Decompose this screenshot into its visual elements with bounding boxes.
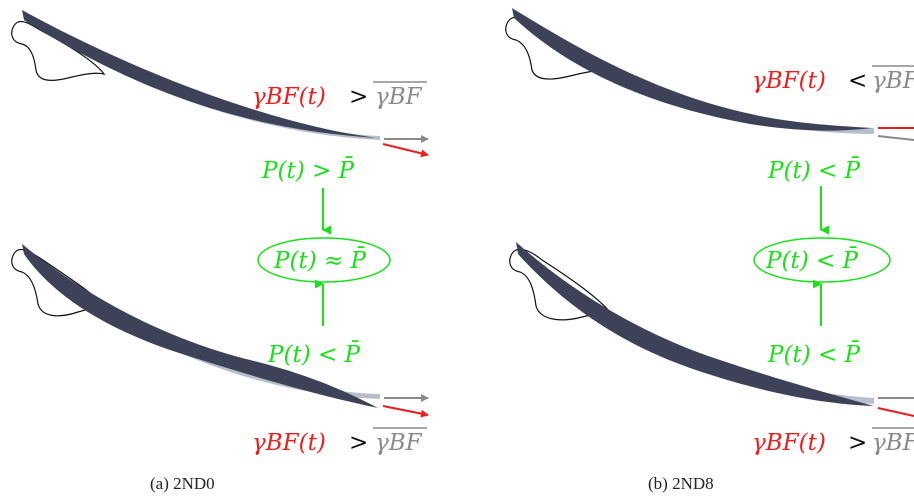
gamma-bf-mean: γBF: [872, 68, 914, 94]
gamma-bf-t: γBF(t): [752, 68, 826, 94]
caption-a: (a) 2ND0: [150, 474, 215, 493]
arrow-red: [382, 143, 429, 158]
flagellum-top-a: [11, 10, 429, 158]
lower-green-label: P(t) < P̄: [267, 341, 361, 368]
flagellum-dark-band: [22, 244, 378, 408]
flagellum-bottom-a: [11, 244, 429, 418]
inequality-top-a: γBF(t) > γBF: [252, 81, 427, 110]
inequality-bottom-b: γBF(t) > γBF: [752, 427, 914, 456]
caption-b: (b) 2ND8: [648, 474, 714, 493]
panel-b: γBF(t) < γBF P(t) < P̄ P(t) < P̄ P(t) < …: [505, 8, 914, 493]
flagellum-dark-band: [512, 8, 872, 131]
ellipse-label: P(t) ≈ P̄: [273, 247, 367, 274]
flagellum-dark-band: [22, 10, 376, 138]
arrow-red: [877, 407, 914, 417]
upper-green-label: P(t) > P̄: [261, 157, 355, 184]
gamma-bf-t: γBF(t): [252, 430, 326, 456]
inequality-top-b: γBF(t) < γBF: [752, 65, 914, 94]
arrow-red: [382, 405, 429, 418]
arrow-gray: [877, 135, 914, 141]
inequality-operator: >: [349, 84, 368, 110]
inequality-operator: <: [848, 68, 867, 94]
inequality-operator: >: [848, 430, 867, 456]
equilibrium-ellipse: [753, 237, 891, 283]
upper-green-label: P(t) < P̄: [767, 157, 861, 184]
ellipse-label: P(t) < P̄: [765, 247, 859, 274]
inequality-operator: >: [349, 430, 368, 456]
gamma-bf-mean: γBF: [375, 84, 423, 110]
lower-green-label: P(t) < P̄: [767, 341, 861, 368]
gamma-bf-mean: γBF: [872, 430, 914, 456]
flagellum-bottom-b: [509, 242, 914, 417]
cell-body-outline: [11, 20, 106, 81]
cell-body-outline: [11, 248, 106, 317]
flagellum-top-b: [505, 8, 914, 141]
gamma-bf-mean: γBF: [375, 430, 423, 456]
gamma-bf-t: γBF(t): [752, 430, 826, 456]
panel-a: γBF(t) > γBF P(t) > P̄ P(t) ≈ P̄ P(t) < …: [11, 10, 429, 493]
gamma-bf-t: γBF(t): [252, 84, 326, 110]
equilibrium-ellipse: [257, 237, 391, 283]
cell-body-outline: [509, 248, 612, 321]
inequality-bottom-a: γBF(t) > γBF: [252, 427, 427, 456]
